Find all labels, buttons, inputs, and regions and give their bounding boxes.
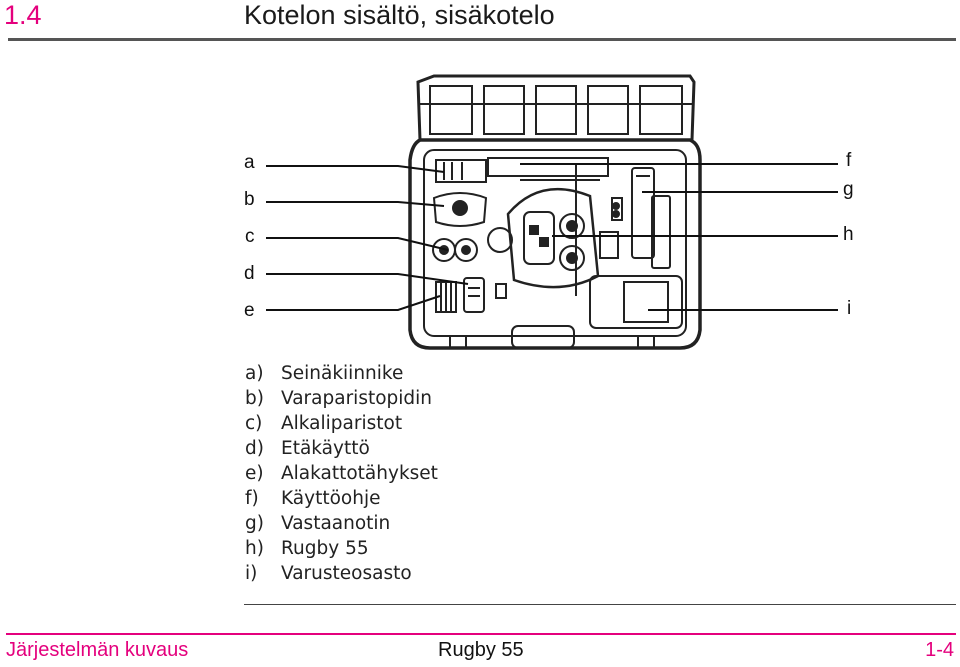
legend-key: g) <box>245 513 264 534</box>
legend-key: h) <box>245 538 264 559</box>
carrying-case-illustration <box>266 74 838 350</box>
callout-a: a <box>244 152 255 173</box>
footer-page-number: 1-4 <box>925 639 954 661</box>
legend-item: e) Alakattotähykset <box>245 461 438 486</box>
legend-text: Varusteosasto <box>281 563 412 584</box>
content-divider <box>244 604 956 605</box>
callout-d: d <box>244 263 255 284</box>
legend-text: Etäkäyttö <box>281 438 370 459</box>
callout-g: g <box>843 179 854 200</box>
legend-item: h) Rugby 55 <box>245 536 438 561</box>
legend-text: Alkaliparistot <box>281 413 403 434</box>
footer-chapter: Järjestelmän kuvaus <box>6 639 189 661</box>
legend-text: Alakattotähykset <box>281 463 438 484</box>
legend-text: Rugby 55 <box>281 538 369 559</box>
legend-text: Vastaanotin <box>281 513 391 534</box>
legend-key: c) <box>245 413 263 434</box>
legend-key: d) <box>245 438 264 459</box>
legend-key: a) <box>245 363 264 384</box>
callout-h: h <box>843 224 854 245</box>
legend-item: b) Varaparistopidin <box>245 386 438 411</box>
legend-item: c) Alkaliparistot <box>245 411 438 436</box>
parts-legend: a) Seinäkiinnike b) Varaparistopidin c) Alk… <box>245 361 438 586</box>
page-title: Kotelon sisältö, sisäkotelo <box>244 0 555 30</box>
callout-e: e <box>244 300 255 321</box>
footer-divider <box>6 633 956 635</box>
legend-text: Varaparistopidin <box>281 388 433 409</box>
legend-item: i) Varusteosasto <box>245 561 438 586</box>
callout-c: c <box>245 226 255 247</box>
header-divider <box>8 38 956 41</box>
legend-key: e) <box>245 463 264 484</box>
callout-f: f <box>846 150 852 171</box>
legend-text: Käyttöohje <box>281 488 381 509</box>
legend-key: f) <box>245 488 259 509</box>
legend-key: b) <box>245 388 264 409</box>
legend-item: a) Seinäkiinnike <box>245 361 438 386</box>
section-number: 1.4 <box>4 0 42 30</box>
legend-key: i) <box>245 563 258 584</box>
footer-product: Rugby 55 <box>438 639 524 661</box>
legend-item: f) Käyttöohje <box>245 486 438 511</box>
callout-b: b <box>244 189 255 210</box>
callout-i: i <box>847 298 852 319</box>
legend-item: d) Etäkäyttö <box>245 436 438 461</box>
legend-item: g) Vastaanotin <box>245 511 438 536</box>
legend-text: Seinäkiinnike <box>281 363 404 384</box>
